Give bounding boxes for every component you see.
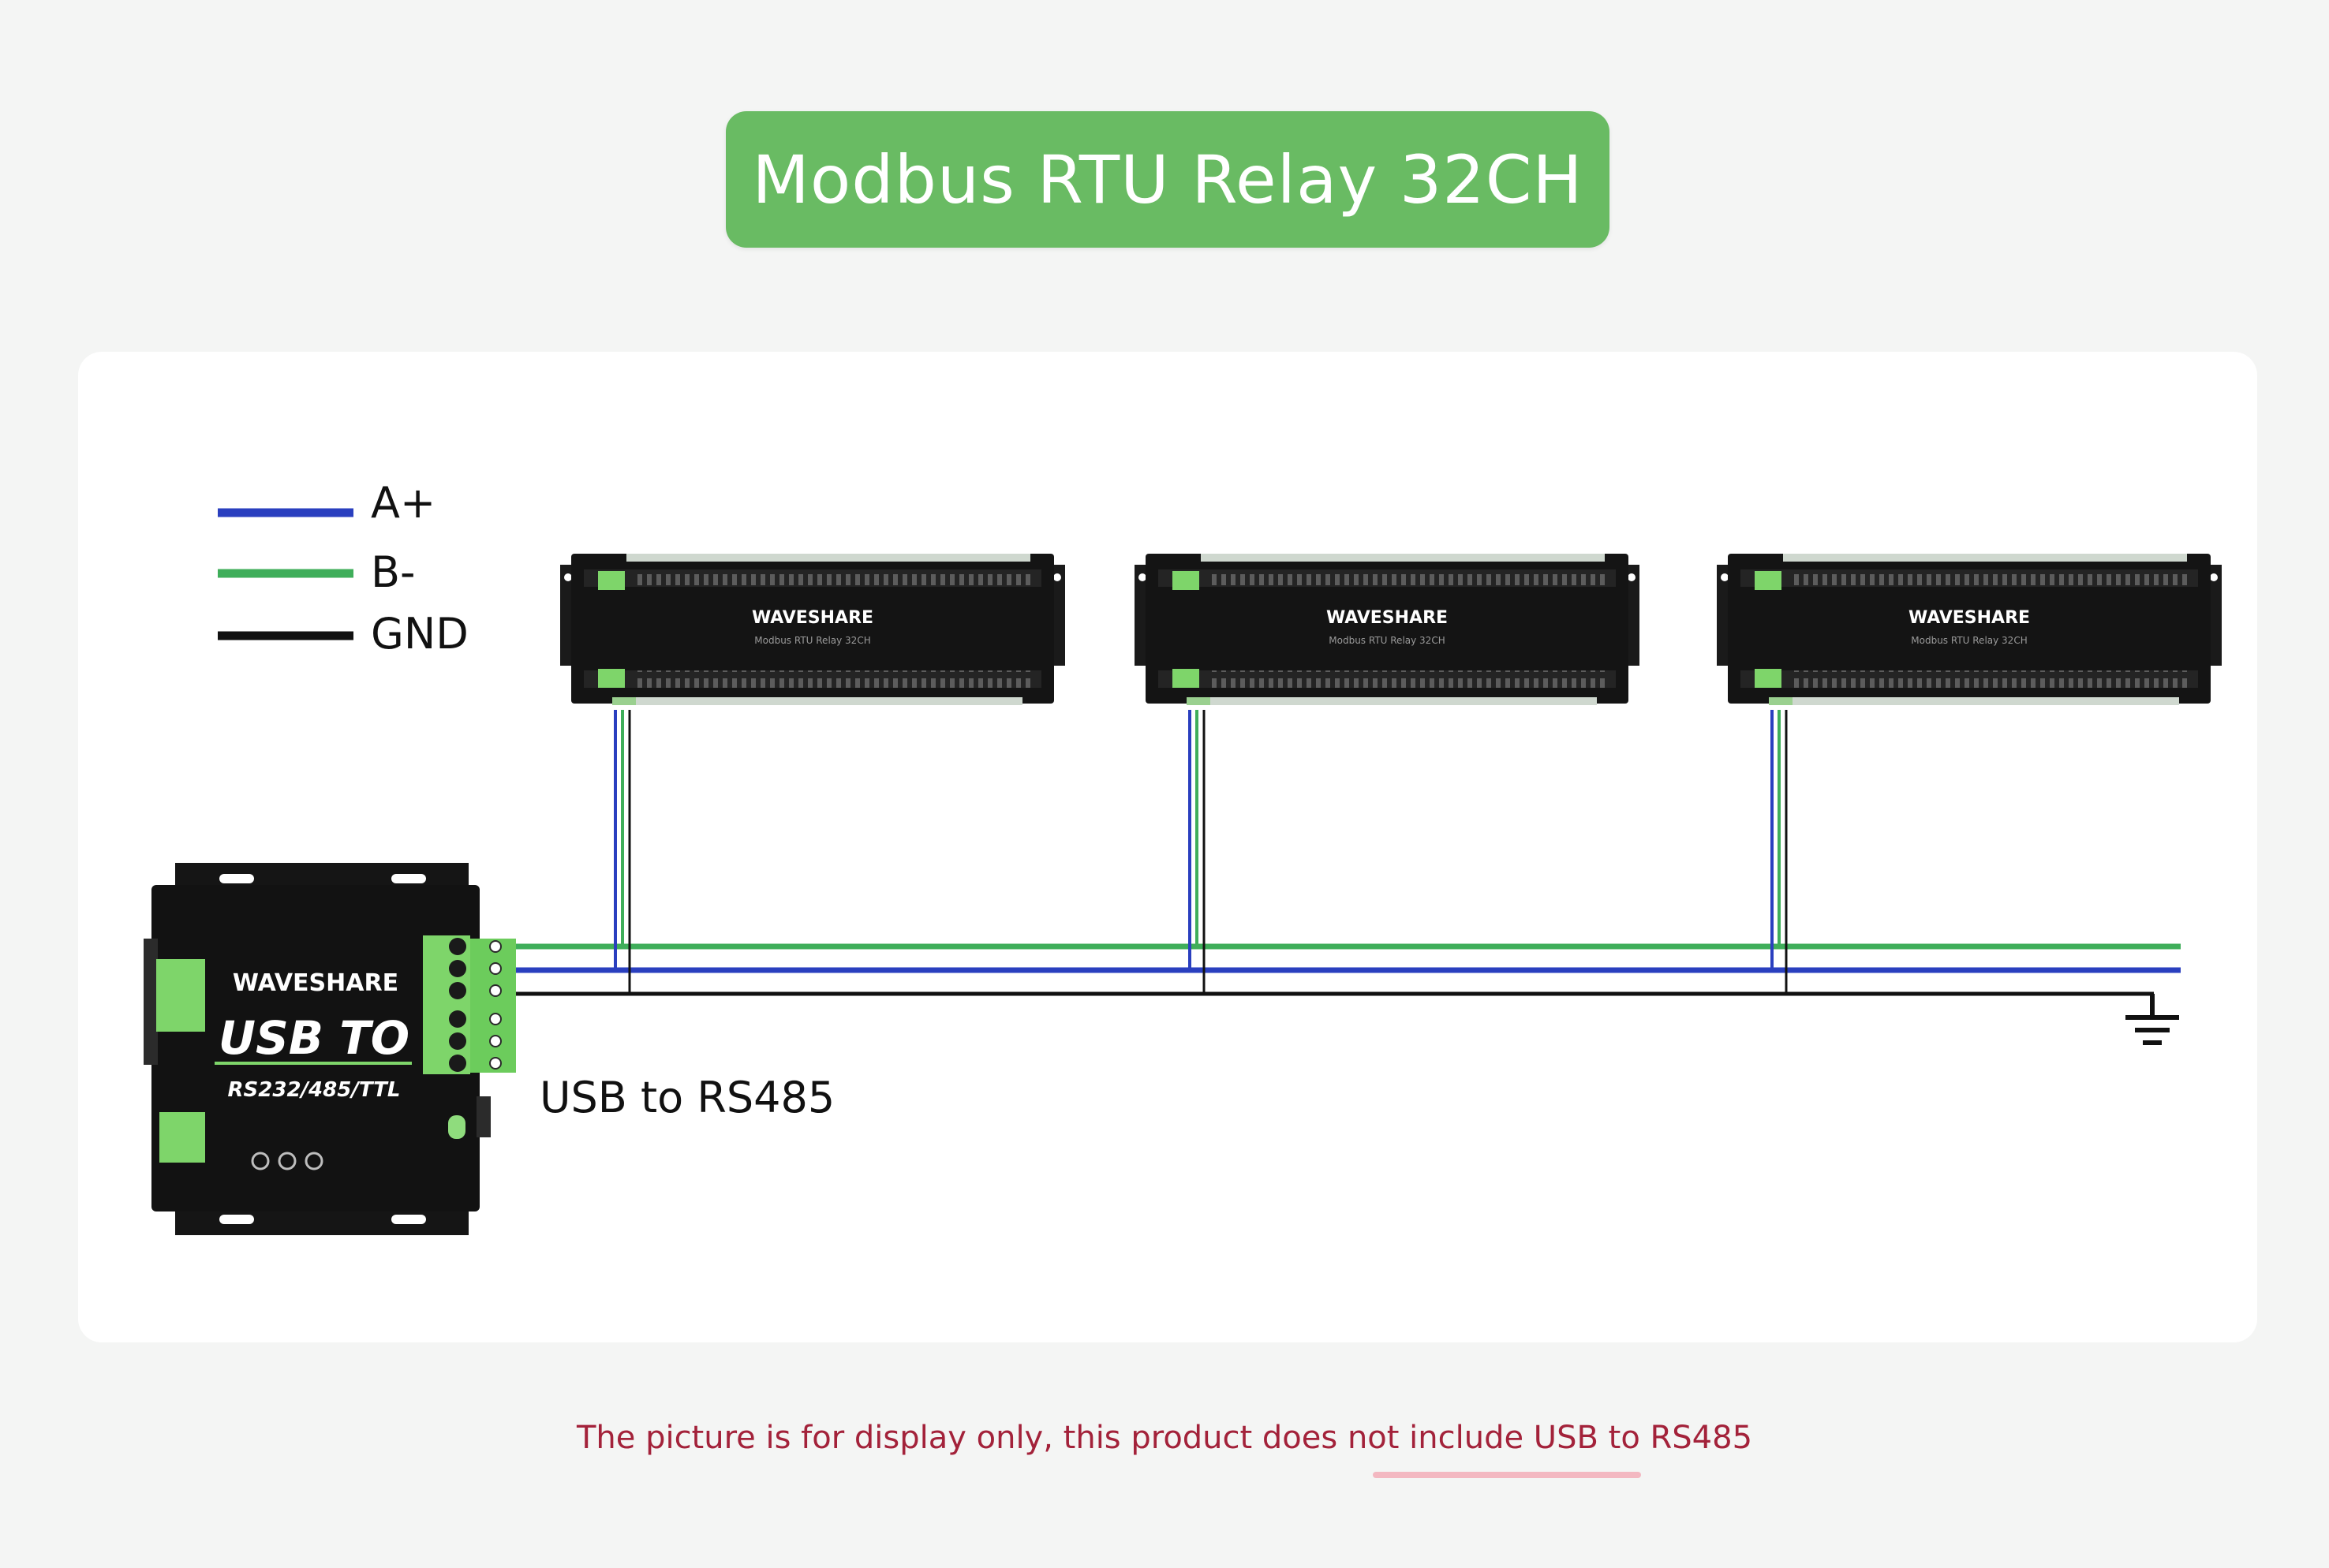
title-text: Modbus RTU Relay 32CH [752,140,1583,218]
legend-label-a-plus: A+ [371,478,436,528]
usb-converter: WAVESHARE USB TO RS232/485/TTL [144,863,516,1235]
relay-module-3: WAVESHARE Modbus RTU Relay 32CH [1717,554,2222,705]
disclaimer-text: The picture is for display only, this pr… [576,1420,1753,1456]
drop-wires-1 [614,710,631,994]
relay-model-2: Modbus RTU Relay 32CH [1329,635,1445,646]
disclaimer-underline [1373,1472,1641,1478]
converter-brand: WAVESHARE [233,969,398,997]
converter-title-2: RS232/485/TTL [228,1078,401,1102]
converter-title-1: USB TO [219,1011,409,1065]
relay-module-2: WAVESHARE Modbus RTU Relay 32CH [1135,554,1639,705]
relay-model-1: Modbus RTU Relay 32CH [754,635,870,646]
relay-brand-2: WAVESHARE [1326,608,1448,628]
relay-brand-3: WAVESHARE [1908,608,2030,628]
relay-model-3: Modbus RTU Relay 32CH [1911,635,2027,646]
drop-wires-3 [1770,710,1788,994]
ground-symbol-icon [2125,994,2179,1045]
legend-label-b-minus: B- [371,547,416,597]
relay-brand-1: WAVESHARE [752,608,873,628]
converter-caption: USB to RS485 [540,1073,836,1122]
legend-label-gnd: GND [371,609,469,659]
drop-wires-2 [1188,710,1206,994]
relay-module-1: WAVESHARE Modbus RTU Relay 32CH [560,554,1065,705]
title-badge: Modbus RTU Relay 32CH [726,111,1609,248]
